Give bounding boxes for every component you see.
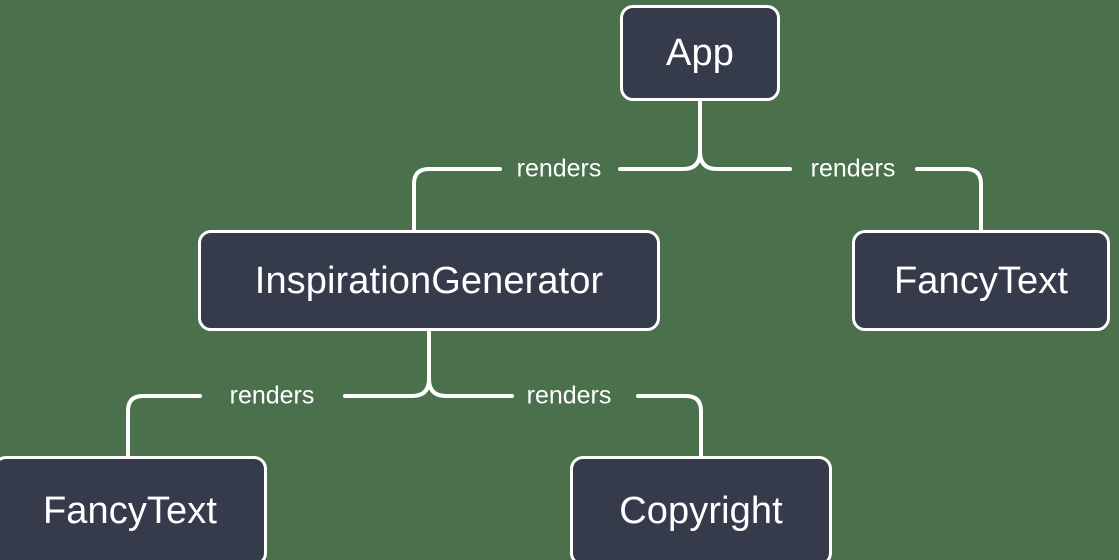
node-fancytext-right-label: FancyText xyxy=(893,259,1069,302)
edge-app-fork-right xyxy=(698,150,792,171)
node-app[interactable]: App xyxy=(620,5,780,101)
edge-app-fork-left xyxy=(618,150,702,171)
edge-label-inspiration-copyright: renders xyxy=(517,383,621,409)
edge-app-to-fancytext xyxy=(915,167,983,232)
node-copyright[interactable]: Copyright xyxy=(570,456,832,560)
node-app-label: App xyxy=(666,32,734,74)
node-fancytext-bottom-label: FancyText xyxy=(42,490,218,532)
edge-inspiration-to-copyright xyxy=(636,394,703,458)
edge-inspiration-fork-left xyxy=(343,377,431,398)
edge-label-app-fancytext: renders xyxy=(801,156,905,182)
edge-label-app-inspiration: renders xyxy=(507,156,611,182)
node-inspiration-generator-label: InspirationGenerator xyxy=(254,259,604,302)
node-fancytext-bottom[interactable]: FancyText xyxy=(0,456,267,560)
edge-inspiration-fork-right xyxy=(427,377,514,398)
node-inspiration-generator[interactable]: InspirationGenerator xyxy=(198,230,660,331)
node-fancytext-right[interactable]: FancyText xyxy=(852,230,1110,331)
edge-inspiration-to-fancytext xyxy=(126,394,202,458)
edge-label-inspiration-fancytext: renders xyxy=(220,383,324,409)
node-copyright-label: Copyright xyxy=(619,490,783,532)
edge-app-to-inspiration xyxy=(412,167,502,232)
